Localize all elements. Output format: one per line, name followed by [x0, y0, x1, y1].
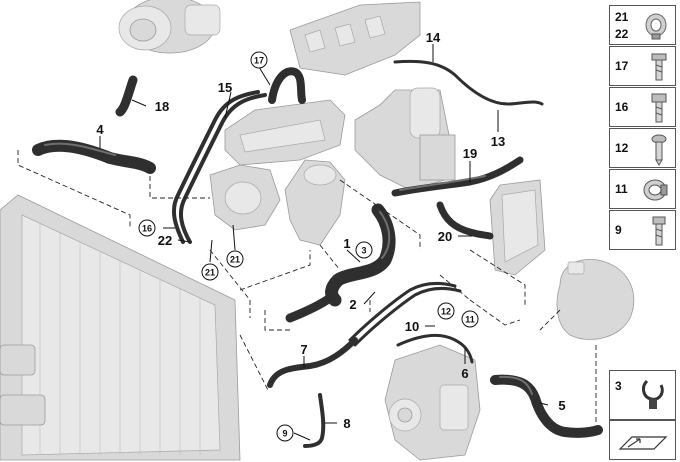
legend-label-22: 22: [615, 27, 629, 41]
socket-screw-icon: [652, 216, 666, 246]
callout-2: 2: [349, 297, 356, 312]
circled-callouts: 17 16 3 12 11 21 21 9: [138, 51, 479, 442]
arrow-tag-icon: [618, 436, 668, 450]
callout-18: 18: [155, 99, 169, 114]
legend-label-3: 3: [615, 379, 622, 393]
callout-11: 11: [465, 315, 475, 325]
legend-item-21-22: 21 22: [609, 5, 676, 45]
legend-item-17: 17: [609, 46, 676, 86]
callout-20: 20: [438, 229, 452, 244]
egr-valve: [209, 164, 281, 231]
legend-corner: [609, 420, 676, 460]
callout-3: 3: [361, 246, 366, 256]
hose-clip-icon: [642, 379, 664, 409]
legend-label-11: 11: [615, 182, 628, 196]
legend-label-16: 16: [615, 100, 629, 114]
callout-9: 9: [282, 429, 287, 439]
hex-bolt-icon: [651, 93, 667, 123]
legend-item-16: 16: [609, 87, 676, 127]
callout-13: 13: [491, 134, 505, 149]
legend-item-9: 9: [609, 210, 676, 250]
callout-4: 4: [96, 122, 104, 137]
hose-clamp-icon: [645, 13, 667, 40]
callout-7: 7: [300, 342, 307, 357]
callout-17: 17: [254, 56, 264, 66]
egr-cooler: [224, 99, 346, 166]
legend-item-3: 3: [609, 370, 676, 420]
callout-6: 6: [461, 366, 468, 381]
callout-10: 10: [405, 319, 419, 334]
oil-cooler: [489, 179, 546, 276]
plain-callouts: 4 18 15 14 13 19 20 1 2 7 10 6 5 8 22: [96, 30, 565, 431]
callout-21-right: 21: [230, 255, 240, 265]
callout-15: 15: [218, 80, 232, 95]
callout-5: 5: [558, 398, 565, 413]
cylinder-head: [289, 1, 421, 76]
bolt-icon: [651, 53, 667, 81]
callout-12: 12: [441, 307, 451, 317]
screw-icon: [651, 134, 667, 166]
legend-item-12: 12: [609, 128, 676, 168]
guide-lines: [17, 150, 597, 425]
leader-lines: [99, 44, 549, 441]
callout-8: 8: [343, 416, 350, 431]
callout-22: 22: [158, 233, 172, 248]
callout-14: 14: [426, 30, 441, 45]
radiator: [0, 194, 241, 461]
callout-21-left: 21: [205, 268, 215, 278]
oil-filter-housing: [354, 87, 456, 191]
callout-16: 16: [142, 224, 152, 234]
clamp-sleeve-icon: [643, 179, 668, 201]
hoses: [32, 59, 603, 448]
legend-label-12: 12: [615, 141, 629, 155]
legend-label-17: 17: [615, 59, 629, 73]
expansion-tank: [556, 259, 635, 340]
water-pump: [384, 344, 481, 461]
callout-1: 1: [343, 236, 350, 251]
legend-label-9: 9: [615, 223, 622, 237]
turbocharger: [118, 0, 221, 54]
thermostat-bracket: [284, 159, 346, 246]
callout-19: 19: [463, 146, 477, 161]
legend-item-11: 11: [609, 169, 676, 209]
legend-label-21: 21: [615, 10, 629, 24]
